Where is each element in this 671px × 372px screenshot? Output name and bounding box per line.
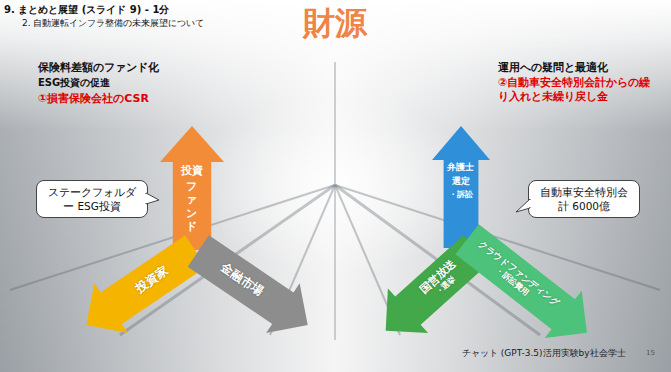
label-slot: ①損害保険会社のCSR (38, 91, 268, 106)
diagonal-arrow-body (449, 216, 606, 357)
arrow-text-box: 投資家 (102, 237, 203, 322)
arrow-text-box: 金融市場 (190, 237, 291, 322)
title-slot: 財源 (270, 2, 400, 46)
diagonal-arrow-body (181, 226, 324, 350)
arrow-text: 弁護士 (444, 162, 479, 173)
callout-text: ステークフォルダー ESG投資 (43, 185, 141, 213)
up-arrow-body (160, 126, 224, 250)
label-slot: 9. まとめと展望 (スライド 9) - 1分 (4, 3, 424, 17)
up-arrow: 投資ファンド (160, 126, 224, 250)
arrow-rotor: 投資家 (69, 226, 212, 350)
section-heading: 保険料差額のファンド化 (38, 60, 278, 75)
slide-title: 財源 (270, 2, 400, 46)
callout-tail (516, 199, 530, 213)
section-subheading: ESG投資の促進 (38, 76, 258, 90)
speech-callout: ステークフォルダー ESG投資 (36, 180, 148, 218)
label-slot: ESG投資の促進 (38, 76, 258, 90)
page-number: 15 (646, 349, 666, 357)
callout-tail-mask (529, 200, 532, 207)
callout-tail-fill (146, 193, 159, 204)
section-heading: 運用への疑問と最適化 (498, 60, 663, 75)
arrow-text-box: 投資ファンド (173, 164, 211, 236)
callout-tail-fill (516, 199, 530, 212)
label-slot: 保険料差額のファンド化 (38, 60, 278, 75)
arrow-text: 投資家 (133, 264, 171, 296)
label-slot: 2. 自動運転インフラ整備の未来展望について (22, 17, 442, 30)
arrow-text: ・訴訟 (444, 190, 479, 200)
footer-credit: チャット (GPT-3.5)活用実験by社会学士 (462, 347, 642, 360)
speech-callout: 自動車安全特別会計 6000億 (528, 180, 640, 218)
slide-subheader: 2. 自動運転インフラ整備の未来展望について (22, 17, 442, 30)
label-slot: 運用への疑問と最適化 (498, 60, 663, 75)
callout-tail-mask (144, 194, 147, 203)
arrow-text: ファンド (186, 180, 197, 233)
diagonal-arrow: クラウドファンディング・訴訟費用 (462, 236, 592, 336)
arrow-rotor: クラウドファンディング・訴訟費用 (449, 216, 606, 357)
callout-text: 自動車安全特別会計 6000億 (535, 185, 633, 213)
highlight-note: ①損害保険会社のCSR (38, 91, 268, 106)
slide-header: 9. まとめと展望 (スライド 9) - 1分 (4, 3, 424, 17)
arrow-text-box: 弁護士選定・訴訟 (444, 162, 479, 202)
diagonal-arrow-body (69, 226, 212, 350)
label-slot: ②自動車安全特別会計からの繰り入れと未繰り戻し金 (498, 76, 658, 105)
label-slot: 15 (646, 349, 666, 357)
highlight-note: ②自動車安全特別会計からの繰り入れと未繰り戻し金 (498, 76, 658, 105)
arrow-text: 金融市場 (217, 261, 265, 299)
arrow-text: 投資 (173, 164, 211, 177)
arrow-text: クラウドファンディング (477, 239, 561, 308)
diagonal-arrow: 金融市場 (190, 240, 315, 335)
arrow-rotor: 金融市場 (181, 226, 324, 350)
label-slot: チャット (GPT-3.5)活用実験by社会学士 (462, 347, 642, 360)
callout-tail (146, 193, 160, 207)
arrow-text: 選定 (444, 176, 479, 187)
arrow-text-box: クラウドファンディング・訴訟費用 (459, 227, 574, 328)
diagonal-arrow: 投資家 (78, 240, 203, 335)
